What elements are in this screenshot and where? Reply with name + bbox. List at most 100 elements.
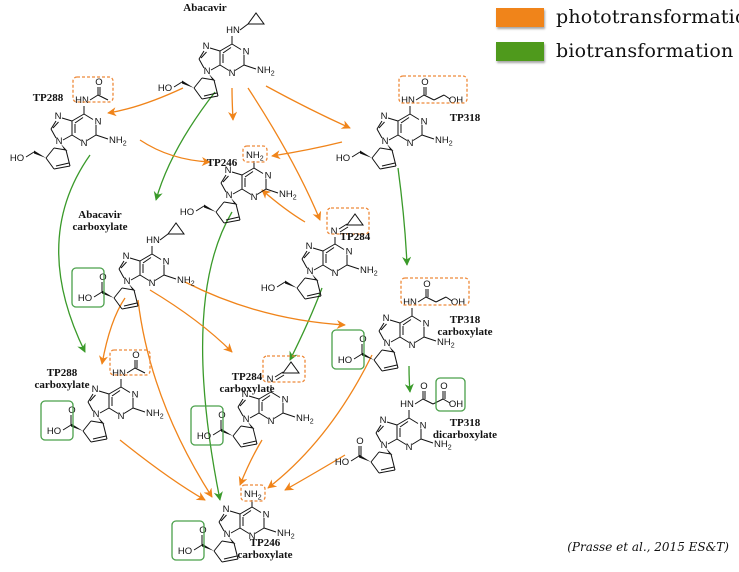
oxygen-label: O xyxy=(68,405,75,416)
atom-label: N xyxy=(95,117,102,128)
bond xyxy=(414,398,424,405)
bond xyxy=(83,113,94,120)
atom-label: N xyxy=(229,68,236,79)
amino-label: NH2 xyxy=(434,439,452,452)
bond xyxy=(251,506,262,513)
bond xyxy=(253,167,264,174)
wedge-bond xyxy=(231,198,238,205)
bond xyxy=(139,274,150,281)
bond xyxy=(408,417,419,424)
bond xyxy=(219,43,233,52)
bond xyxy=(222,175,229,183)
bond xyxy=(50,120,57,130)
bond xyxy=(263,527,277,533)
bond xyxy=(61,117,73,122)
atom-label: N xyxy=(92,384,99,395)
bond xyxy=(220,182,227,193)
bond xyxy=(380,466,395,471)
bond xyxy=(371,157,381,170)
bond xyxy=(304,295,322,300)
atom-label: N xyxy=(242,389,249,400)
bond xyxy=(301,258,308,269)
bond xyxy=(50,128,57,139)
highlight-box-bio xyxy=(71,267,105,308)
bond xyxy=(376,128,383,139)
oxygen-label: O xyxy=(423,279,430,290)
nh-label: HN xyxy=(112,368,126,379)
bond xyxy=(353,353,363,360)
compound-name: TP284 xyxy=(340,231,371,243)
bond xyxy=(233,542,239,560)
amino-label: NH2 xyxy=(296,413,314,426)
bond xyxy=(237,398,244,408)
amino-label: NH2 xyxy=(437,337,455,350)
bond xyxy=(258,391,272,400)
bond xyxy=(198,50,205,60)
bond xyxy=(210,64,221,71)
bond xyxy=(393,351,399,369)
wedge-bond xyxy=(209,74,216,81)
hydroxyl-label: HO xyxy=(261,283,275,294)
bond xyxy=(235,203,241,221)
bond xyxy=(325,247,335,254)
bond xyxy=(98,390,110,395)
bond xyxy=(201,77,215,81)
wedge-bond xyxy=(102,290,114,298)
atom-label: N xyxy=(226,190,233,201)
bond xyxy=(409,113,420,120)
amino-label: NH2 xyxy=(246,150,264,163)
highlight-box-photo xyxy=(262,355,306,383)
bond xyxy=(389,319,401,324)
bond xyxy=(193,87,203,100)
compound-name: TP318 xyxy=(450,112,481,124)
highlight-box-bio xyxy=(435,377,466,412)
wedge-bond xyxy=(362,352,374,360)
compound-name: carboxylate xyxy=(35,379,90,391)
atom-label: N xyxy=(421,117,428,128)
arrow-photo-tp318-to-tp246 xyxy=(271,141,343,160)
compound-name: TP246 xyxy=(250,537,281,549)
atom-label: N xyxy=(132,390,139,401)
bond xyxy=(121,287,135,291)
amino-label: NH2 xyxy=(109,135,127,148)
compound-name: Abacavir xyxy=(183,2,227,14)
bond xyxy=(387,438,398,445)
atom-label: N xyxy=(406,442,413,453)
bond xyxy=(215,211,225,224)
bond xyxy=(218,521,225,532)
bond xyxy=(400,117,410,124)
atom-label: N xyxy=(306,241,313,252)
hydroxyl-label: OH xyxy=(451,297,465,308)
bond xyxy=(89,94,99,101)
oxygen-label: O xyxy=(421,77,428,88)
highlight-box-photo xyxy=(240,484,266,502)
hydroxyl-label: OH xyxy=(449,95,463,106)
bond xyxy=(232,425,242,437)
arrow-photo-tp288-carboxylate-to-tp246-carboxylate xyxy=(119,439,206,501)
bond xyxy=(232,188,243,195)
bond xyxy=(53,165,71,170)
bond xyxy=(218,513,225,523)
wedge-bond xyxy=(202,543,214,551)
arrow-photo-abacavir-carboxylate-to-tp284-carboxylate xyxy=(149,289,233,353)
atom-label: N xyxy=(249,531,256,542)
bond xyxy=(102,422,108,440)
bond xyxy=(123,302,138,307)
bond xyxy=(423,336,437,342)
wedge-bond xyxy=(359,454,371,462)
bond xyxy=(422,398,434,405)
wedge-bond xyxy=(389,346,396,353)
legend-item-biotransformation: biotransformation xyxy=(496,40,733,62)
atom-label: N xyxy=(332,268,339,279)
bond xyxy=(425,296,437,303)
oxygen-label: O xyxy=(99,272,106,283)
wedge-bond xyxy=(248,422,255,429)
bond xyxy=(201,95,219,100)
bond xyxy=(87,393,94,403)
bond xyxy=(258,412,269,419)
bond xyxy=(377,425,384,433)
